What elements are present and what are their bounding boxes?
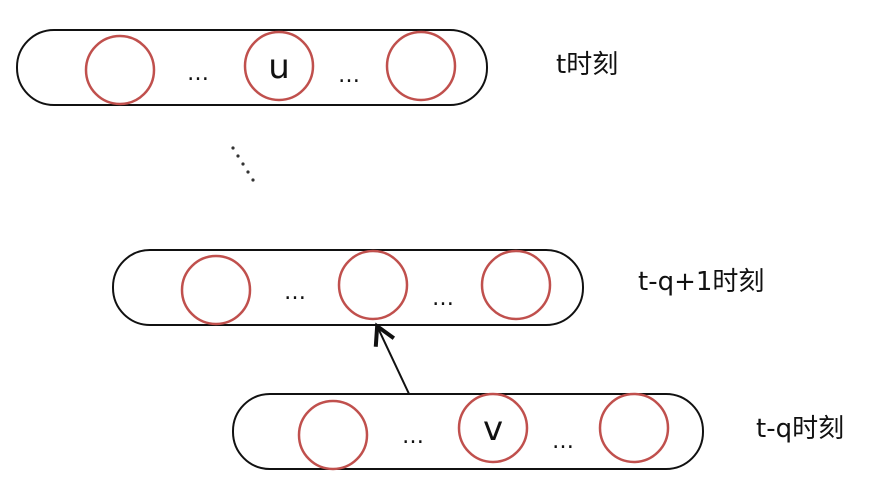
layer-middle: … … t-q+1时刻 (112, 249, 764, 326)
ellipsis-middle-2: … (432, 286, 454, 311)
node-v (457, 392, 529, 464)
ellipsis-top-2: … (338, 63, 360, 88)
layer-bottom: … v … t-q时刻 (232, 392, 844, 471)
ellipsis-middle-1: … (284, 280, 306, 305)
node-middle-3 (480, 249, 552, 321)
node-top-3 (385, 30, 457, 102)
arrow-up-icon (378, 328, 411, 397)
node-middle-1 (180, 254, 252, 326)
node-top-1 (84, 34, 156, 106)
ellipsis-bottom-2: … (552, 429, 574, 454)
node-bottom-1 (297, 399, 369, 471)
time-label-t: t时刻 (556, 50, 618, 80)
node-u (243, 30, 315, 102)
layer-top: … u … t时刻 (16, 29, 618, 106)
time-label-t-q: t-q时刻 (756, 414, 844, 444)
node-middle-2 (337, 249, 409, 321)
node-bottom-3 (598, 392, 670, 464)
vertical-ellipsis (231, 146, 255, 182)
node-u-label: u (268, 47, 290, 87)
node-v-label: v (483, 409, 503, 449)
ellipsis-top-1: … (187, 61, 209, 86)
ellipsis-bottom-1: … (402, 424, 424, 449)
time-label-t-q-plus-1: t-q+1时刻 (638, 267, 764, 297)
